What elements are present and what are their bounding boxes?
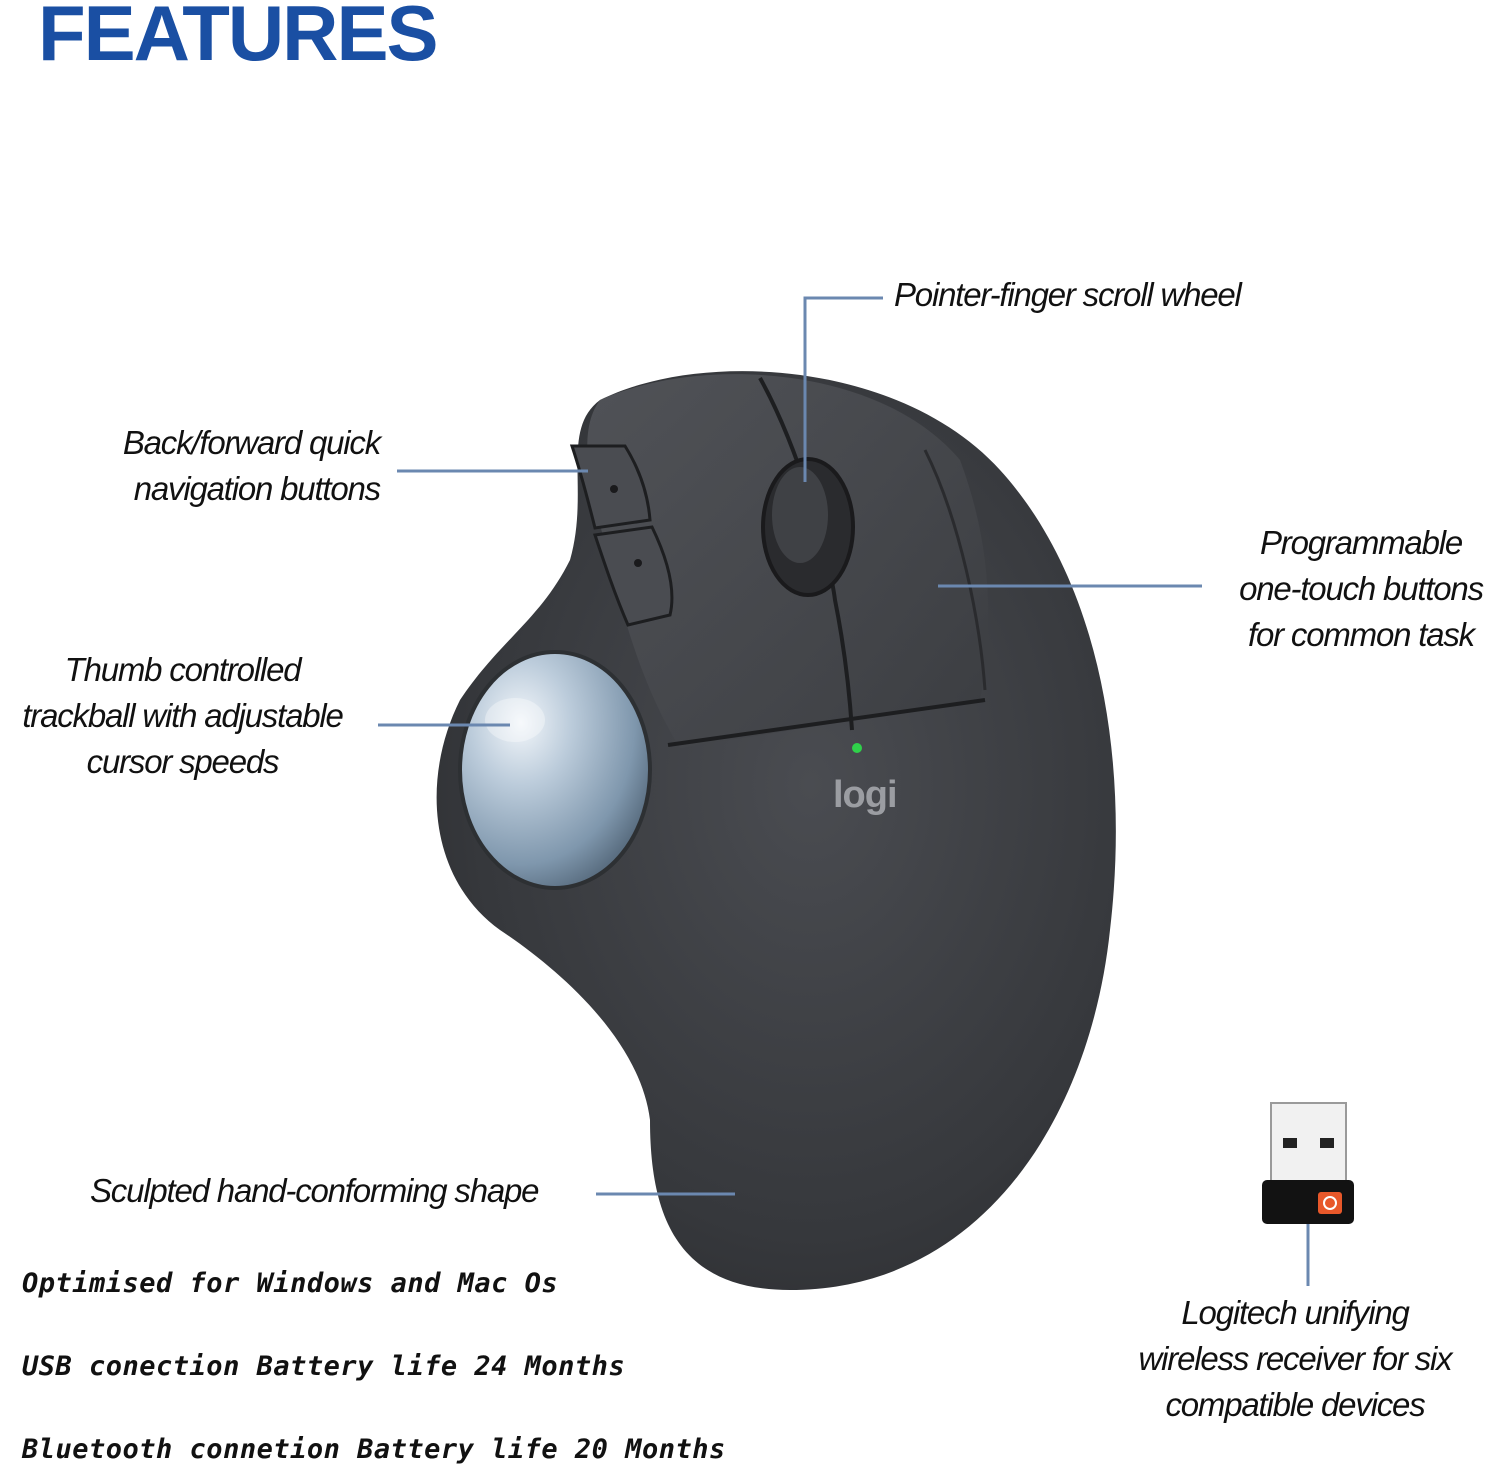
callout-trackball: Thumb controlled trackball with adjustab… xyxy=(22,651,344,780)
logo-text: logi xyxy=(833,774,898,816)
spec-usb-battery: USB conection Battery life 24 Months xyxy=(22,1351,626,1382)
status-led-icon xyxy=(852,743,862,753)
callout-scroll-wheel: Pointer-finger scroll wheel xyxy=(894,276,1242,313)
page-title: FEATURES xyxy=(38,0,439,77)
usb-receiver-icon xyxy=(1262,1102,1354,1224)
callout-receiver: Logitech unifying wireless receiver for … xyxy=(1138,1294,1453,1423)
callout-programmable: Programmable one-touch buttons for commo… xyxy=(1239,524,1484,653)
spec-bluetooth-battery: Bluetooth connetion Battery life 20 Mont… xyxy=(22,1434,726,1465)
callout-nav-buttons: Back/forward quick navigation buttons xyxy=(122,424,381,507)
callout-shape: Sculpted hand-conforming shape xyxy=(90,1172,540,1209)
trackball xyxy=(458,650,652,890)
spec-compatibility: Optimised for Windows and Mac Os xyxy=(22,1268,559,1299)
leader-scroll-wheel xyxy=(803,296,883,482)
forward-button xyxy=(593,525,674,627)
